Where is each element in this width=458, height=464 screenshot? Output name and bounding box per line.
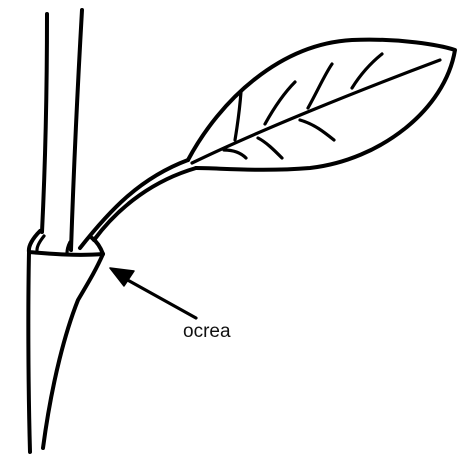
callout-arrow xyxy=(110,268,196,318)
petiole xyxy=(80,160,196,248)
ocrea-label: ocrea xyxy=(183,321,231,342)
leaf-veins xyxy=(224,54,382,158)
upper-stem xyxy=(42,10,82,250)
lower-stem xyxy=(28,252,103,452)
